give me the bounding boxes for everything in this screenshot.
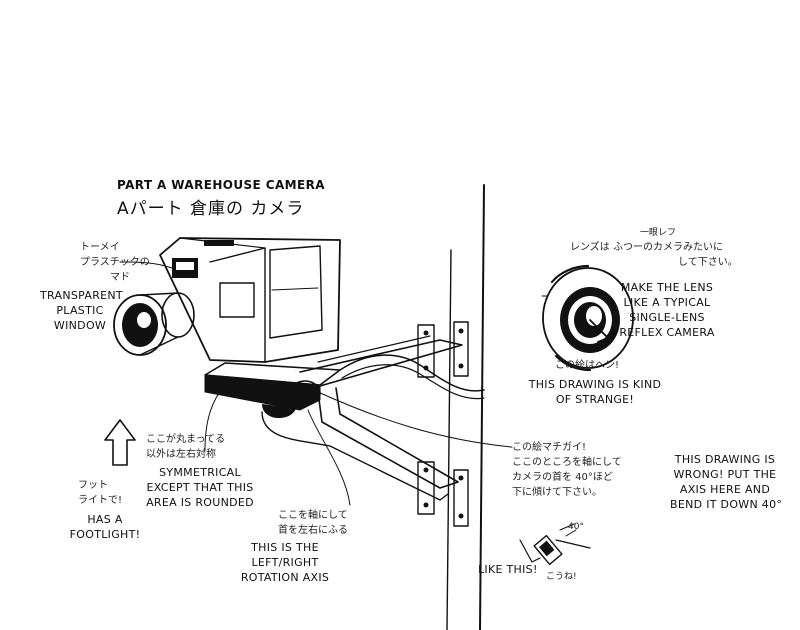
support-arm-lower — [261, 387, 459, 501]
window-note-en-line: PLASTIC — [56, 304, 104, 317]
lens-note-en-line: REFLEX CAMERA — [619, 326, 715, 339]
window-note-jp-line: トーメイ — [80, 242, 120, 253]
like-this-note-jp: こうね! — [546, 572, 577, 582]
symmetrical-note-jp-line: ここが丸まってる — [146, 434, 226, 445]
window-note-jp: トーメイ プラスチックの マド — [80, 240, 150, 285]
axis-note-en: THIS IS THE LEFT/RIGHT ROTATION AXIS — [240, 540, 330, 585]
lens-note-en-line: SINGLE-LENS — [629, 311, 705, 324]
footlight-note-jp: フット ライトで! — [78, 478, 122, 508]
wrong-note-jp-line: カメラの首を 40°ほど — [512, 472, 613, 483]
lens-note-jp-line: して下さい。 — [678, 257, 738, 268]
wrong-note-jp-line: 下に傾けて下さい。 — [512, 487, 602, 498]
symmetrical-note-jp: ここが丸まってる 以外は左右対称 — [146, 432, 225, 462]
symmetrical-note-en: SYMMETRICAL EXCEPT THAT THIS AREA IS ROU… — [140, 465, 260, 510]
wrong-note-en: THIS DRAWING IS WRONG! PUT THE AXIS HERE… — [670, 452, 783, 512]
footlight-note-en: HAS A FOOTLIGHT! — [65, 512, 145, 542]
leader-lines — [119, 261, 549, 506]
footlight-note-en-line: HAS A — [87, 513, 123, 526]
angle-label: 40° — [568, 522, 584, 532]
axis-note-jp-line: ここを軸にして — [278, 510, 348, 521]
symmetrical-note-en-line: SYMMETRICAL — [159, 466, 241, 479]
symmetrical-note-en-line: EXCEPT THAT THIS — [146, 481, 254, 494]
lens-note-jp-line: レンズは ふつーのカメラみたいに — [570, 242, 723, 253]
camera-cable — [339, 354, 485, 392]
wrong-note-en-line: THIS DRAWING IS — [674, 453, 776, 466]
strange-note-en-line: OF STRANGE! — [555, 393, 635, 406]
wrong-note-jp-line: ここのところを軸にして — [512, 457, 622, 468]
wall-pillar — [446, 184, 485, 630]
lens-note-en: MAKE THE LENS LIKE A TYPICAL SINGLE-LENS… — [612, 280, 722, 340]
like-this-sketch — [519, 523, 591, 566]
axis-note-en-line: THIS IS THE — [251, 541, 319, 554]
strange-note-en-line: THIS DRAWING IS KIND — [528, 378, 662, 391]
lens-note-en-line: LIKE A TYPICAL — [623, 296, 711, 309]
footlight-arrow-icon — [104, 419, 136, 466]
symmetrical-note-en-line: AREA IS ROUNDED — [146, 496, 254, 509]
wrong-note-en-line: BEND IT DOWN 40° — [670, 498, 783, 511]
axis-note-jp: ここを軸にして 首を左右にふる — [278, 508, 348, 538]
support-arm-upper — [299, 335, 463, 387]
lens-note-jp: レンズは ふつーのカメラみたいに して下さい。 — [570, 240, 738, 270]
wrong-note-en-line: WRONG! PUT THE — [673, 468, 777, 481]
window-note-jp-line: プラスチックの — [80, 257, 150, 268]
camera-body — [159, 237, 341, 363]
like-this-note-en: LIKE THIS! — [478, 563, 538, 576]
lens-note-en-line: MAKE THE LENS — [620, 281, 714, 294]
camera-window — [172, 258, 198, 278]
wrong-note-jp: この絵マチガイ! ここのところを軸にして カメラの首を 40°ほど 下に傾けて下… — [512, 440, 622, 500]
title-japanese: Aパート 倉庫の カメラ — [117, 199, 305, 219]
footlight-note-en-line: FOOTLIGHT! — [69, 528, 141, 541]
camera-lens — [113, 292, 195, 356]
strange-note-en: THIS DRAWING IS KIND OF STRANGE! — [520, 377, 670, 407]
axis-note-jp-line: 首を左右にふる — [278, 525, 348, 536]
window-note-en-line: WINDOW — [53, 319, 107, 332]
axis-note-en-line: LEFT/RIGHT — [251, 556, 319, 569]
wrong-note-en-line: AXIS HERE AND — [679, 483, 771, 496]
axis-note-en-line: ROTATION AXIS — [240, 571, 330, 584]
window-note-en: TRANSPARENT PLASTIC WINDOW — [40, 288, 123, 333]
strange-note-jp: この絵はヘン! — [555, 360, 620, 371]
title-english: PART A WAREHOUSE CAMERA — [117, 178, 325, 192]
mounting-plate-lower — [417, 461, 469, 527]
wrong-note-jp-line: この絵マチガイ! — [512, 442, 587, 453]
lens-note-jp-small: 一眼レフ — [640, 228, 677, 238]
window-note-jp-line: マド — [110, 272, 130, 283]
footlight-note-jp-line: フット — [78, 480, 108, 491]
window-note-en-line: TRANSPARENT — [40, 289, 123, 302]
footlight-note-jp-line: ライトで! — [78, 495, 123, 506]
symmetrical-note-jp-line: 以外は左右対称 — [146, 449, 216, 460]
lens-detail-sketch — [542, 264, 634, 372]
